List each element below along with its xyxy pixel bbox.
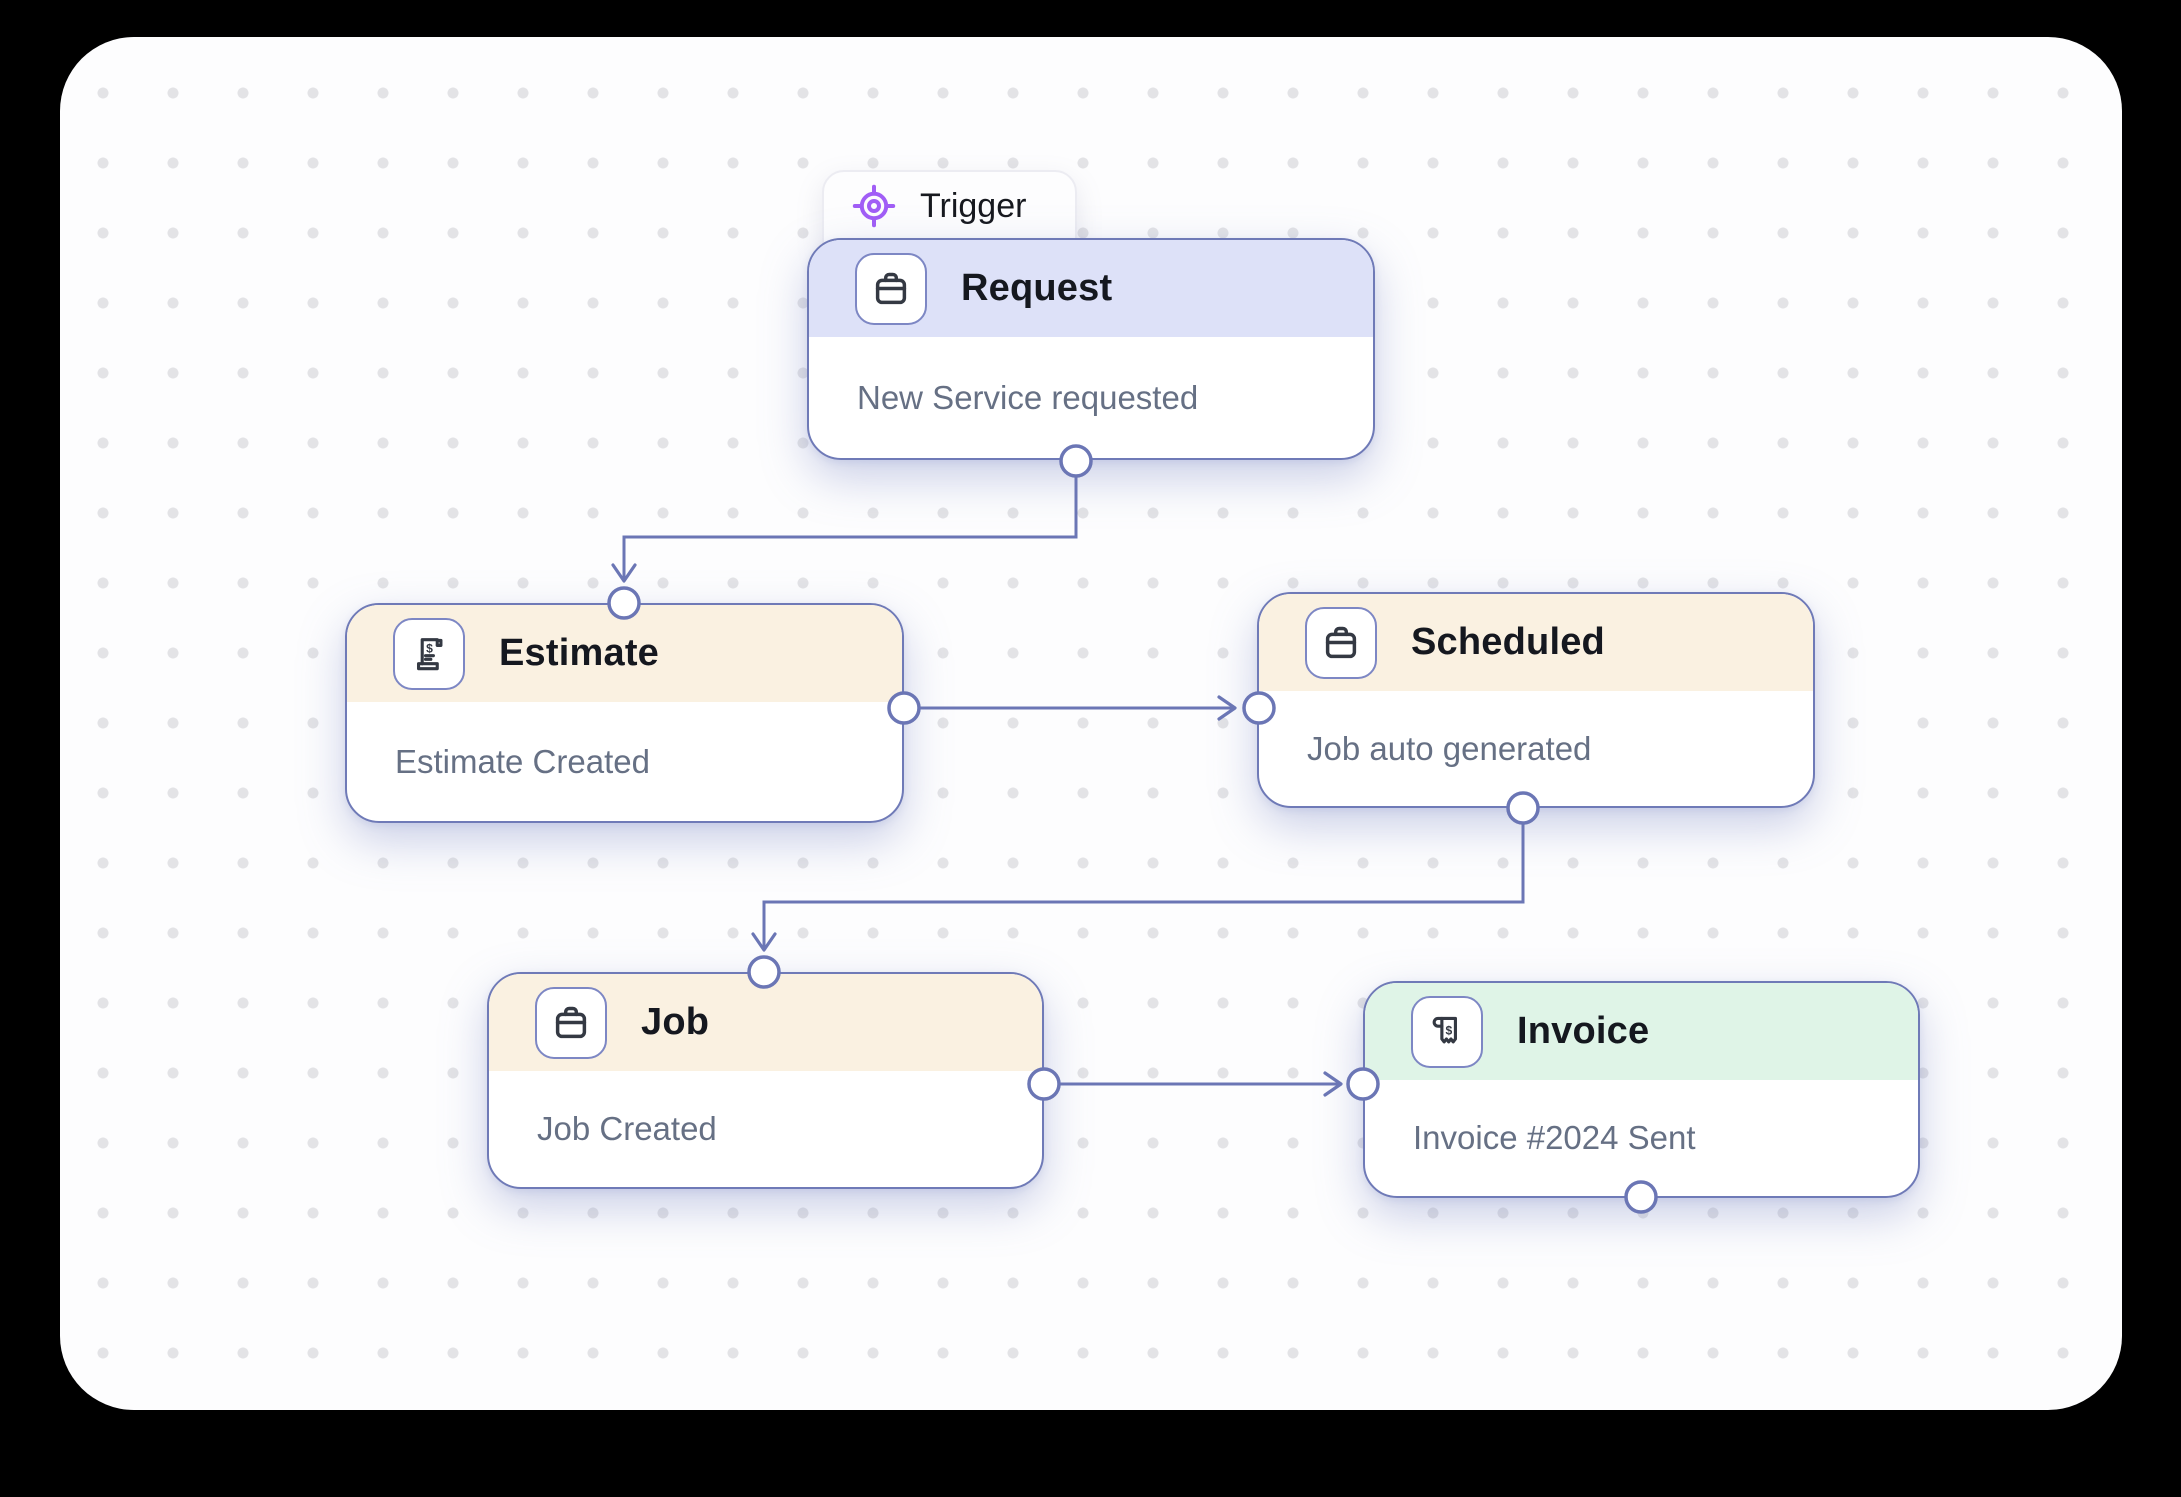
node-header: Scheduled [1259,594,1813,691]
node-subtitle: Job auto generated [1307,729,1592,767]
node-subtitle: Invoice #2024 Sent [1413,1119,1696,1156]
node-title: Estimate [499,632,660,674]
node-request[interactable]: Request New Service requested [807,238,1375,460]
node-header: Job [489,974,1042,1071]
crosshair-target-icon [852,184,896,228]
node-estimate[interactable]: $ Estimate Estimate Created [345,603,904,823]
node-title: Scheduled [1411,621,1605,663]
node-title: Job [641,1001,710,1043]
node-title: Invoice [1517,1010,1650,1052]
node-subtitle: Estimate Created [395,742,650,780]
node-subtitle: Job Created [537,1110,717,1147]
node-icon-tile: $ [1411,995,1483,1068]
svg-text:$: $ [426,641,433,655]
node-icon-tile: $ [393,617,465,690]
briefcase-icon [875,272,907,304]
node-job[interactable]: Job Job Created [487,972,1044,1189]
node-title: Request [961,267,1113,309]
svg-text:$: $ [1445,1023,1452,1037]
node-header: $ Invoice [1365,983,1918,1080]
node-icon-tile [535,986,607,1059]
invoice-receipt-icon: $ [1432,1016,1457,1043]
node-subtitle: New Service requested [857,378,1199,416]
trigger-label: Trigger [920,186,1027,225]
node-icon-tile [855,252,927,325]
node-header: $ Estimate [347,605,902,702]
node-header: Request [809,240,1373,337]
briefcase-icon [1325,626,1357,658]
briefcase-icon [555,1006,587,1038]
node-invoice[interactable]: $ Invoice Invoice #2024 Sent [1363,981,1920,1198]
estimate-scroll-icon: $ [416,637,443,670]
node-icon-tile [1305,606,1377,679]
node-scheduled[interactable]: Scheduled Job auto generated [1257,592,1815,808]
